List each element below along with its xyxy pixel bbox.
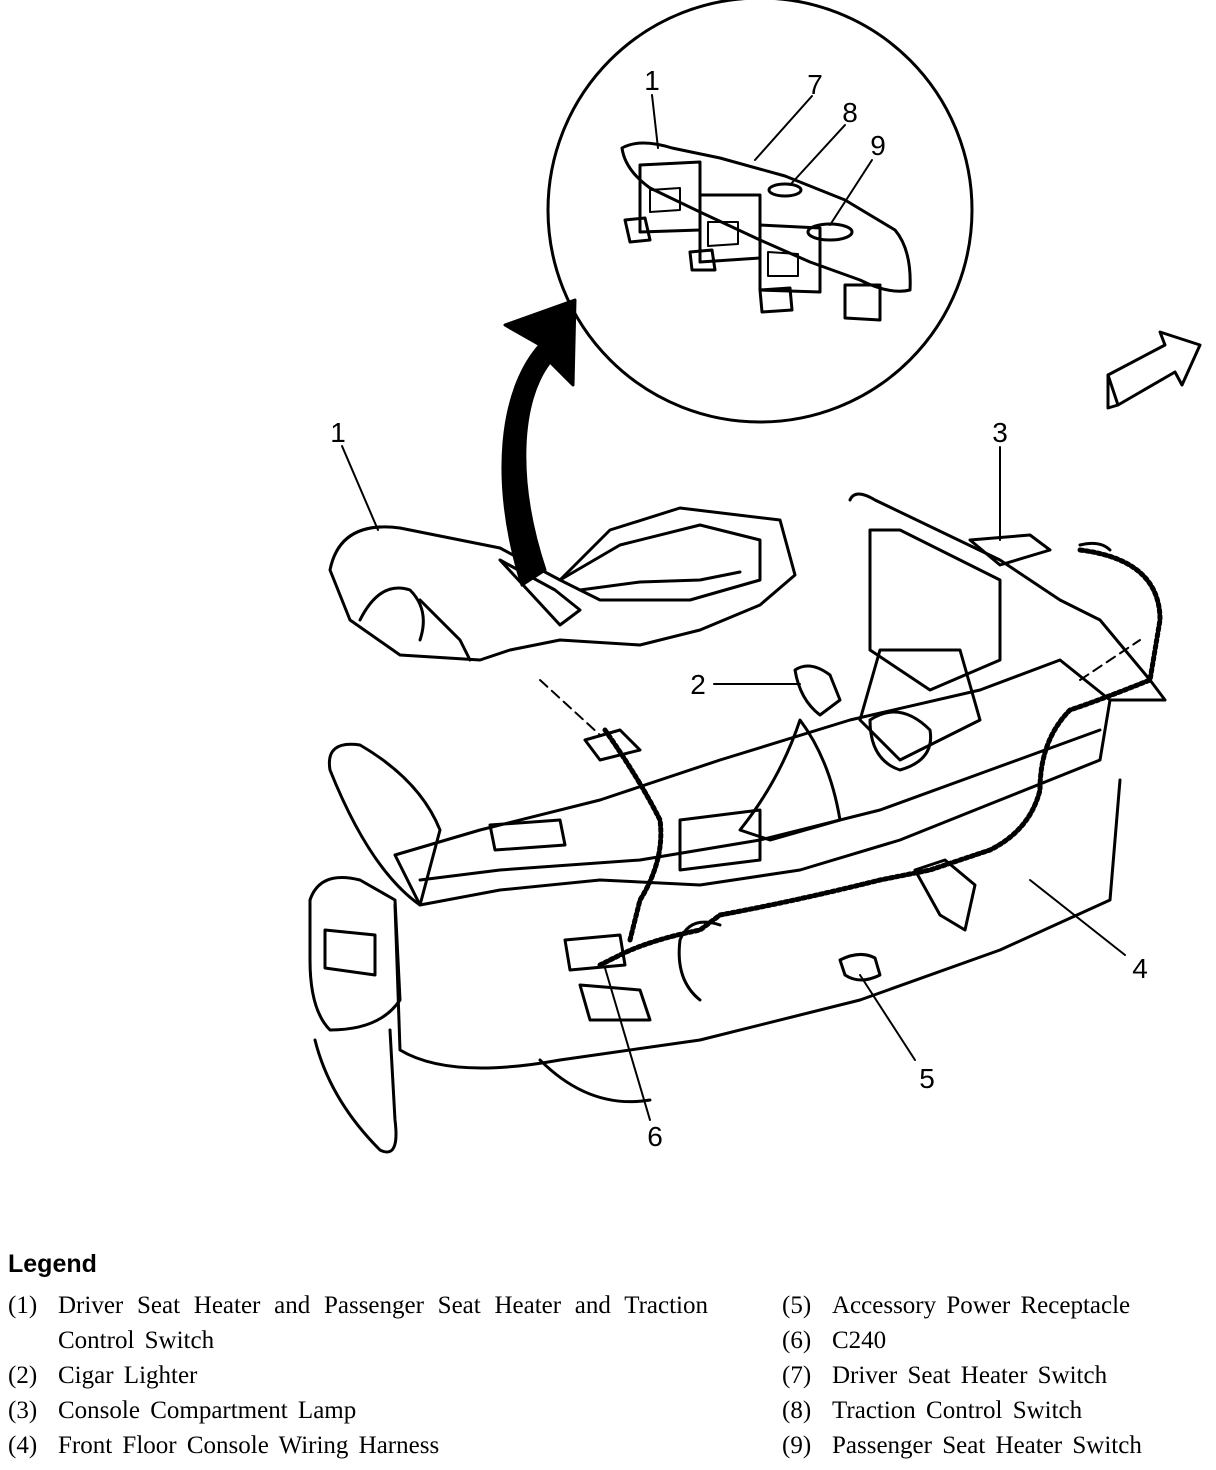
legend-number: (5) [782,1292,812,1319]
console-diagram: 1 7 8 9 1 2 3 4 5 6 [308,0,1202,1154]
legend-description: Traction Control Switch [832,1397,1083,1424]
legend-item: (5) Accessory Power Receptacle [782,1288,1212,1323]
callout-3: 3 [992,417,1008,448]
legend-number: (2) [8,1362,38,1389]
legend-number: (1) [8,1292,38,1319]
callout-9: 9 [870,130,886,161]
callout-7: 7 [807,69,823,100]
legend-right-column: (5) Accessory Power Receptacle (6) C240 … [782,1288,1212,1463]
legend-number: (3) [8,1397,38,1424]
legend-item: (6) C240 [782,1323,1212,1358]
front-direction-arrow [1106,330,1202,410]
callout-1: 1 [330,417,346,448]
callout-5: 5 [919,1063,935,1094]
legend-title: Legend [8,1250,97,1278]
callout-4: 4 [1132,953,1148,984]
legend-number: (8) [782,1397,812,1424]
legend-description: Accessory Power Receptacle [832,1292,1131,1319]
callout-1-inset: 1 [644,65,660,96]
legend-item: (7) Driver Seat Heater Switch [782,1358,1212,1393]
legend-item: (8) Traction Control Switch [782,1393,1212,1428]
callout-6: 6 [647,1121,663,1152]
legend-description: Driver Seat Heater and Passenger Seat He… [58,1292,708,1354]
legend-item: (3) Console Compartment Lamp [8,1393,708,1428]
legend-number: (4) [8,1432,38,1459]
legend-left-column: (1) Driver Seat Heater and Passenger Sea… [8,1288,708,1463]
legend-description: C240 [832,1327,887,1354]
legend-number: (9) [782,1432,812,1459]
legend-description: Console Compartment Lamp [58,1397,357,1424]
legend-description: Front Floor Console Wiring Harness [58,1432,440,1459]
legend-item: (1) Driver Seat Heater and Passenger Sea… [8,1288,708,1358]
legend-number: (7) [782,1362,812,1389]
console-assembly [308,492,1167,1154]
legend-description: Cigar Lighter [58,1362,198,1389]
switch-detail-inset [546,0,974,424]
legend-item: (9) Passenger Seat Heater Switch [782,1428,1212,1463]
legend-number: (6) [782,1327,812,1354]
callout-2: 2 [690,669,706,700]
legend-item: (4) Front Floor Console Wiring Harness [8,1428,708,1463]
detail-arrow [501,298,577,587]
legend-description: Driver Seat Heater Switch [832,1362,1108,1389]
legend-item: (2) Cigar Lighter [8,1358,708,1393]
callout-8: 8 [842,97,858,128]
legend-description: Passenger Seat Heater Switch [832,1432,1142,1459]
leader-lines [341,94,1141,1121]
